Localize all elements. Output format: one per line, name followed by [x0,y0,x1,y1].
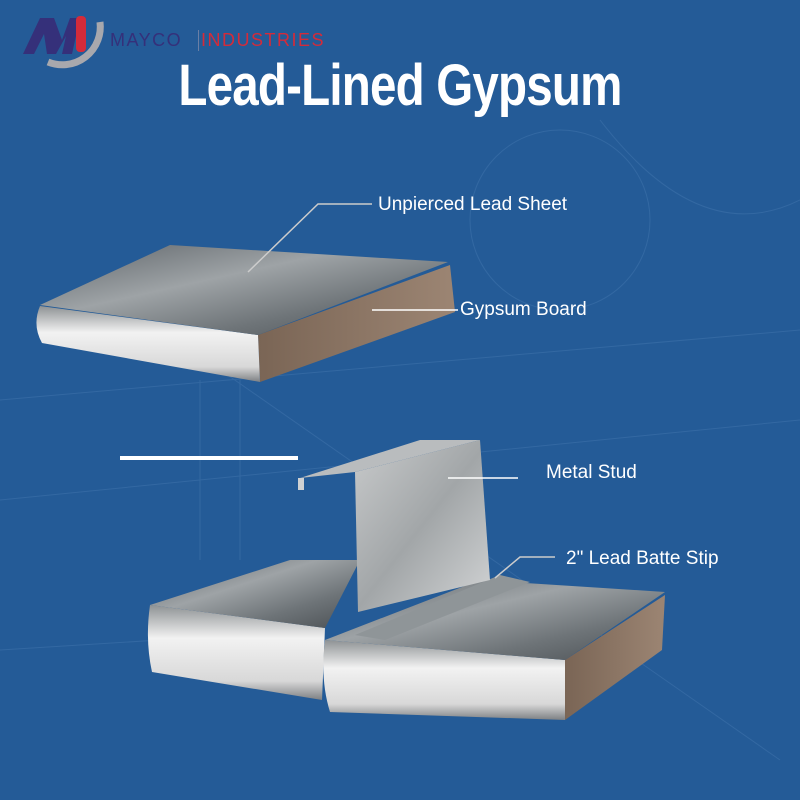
metal-stud [355,440,490,612]
label-lead-sheet: Unpierced Lead Sheet [378,194,568,215]
label-batten-strip: 2" Lead Batte Stip [566,548,719,569]
bottom-assembly [147,440,665,720]
logo-brand-right: INDUSTRIES [198,30,325,51]
lead-batten-strip [355,575,530,640]
mayco-logo [23,16,104,69]
page-title: Lead-Lined Gypsum [178,53,622,118]
top-gypsum-board [36,245,455,382]
label-metal-stud: Metal Stud [546,462,637,483]
logo-brand-left: MAYCO [110,30,183,50]
leader-lines [247,203,555,579]
label-gypsum-board: Gypsum Board [460,299,587,320]
